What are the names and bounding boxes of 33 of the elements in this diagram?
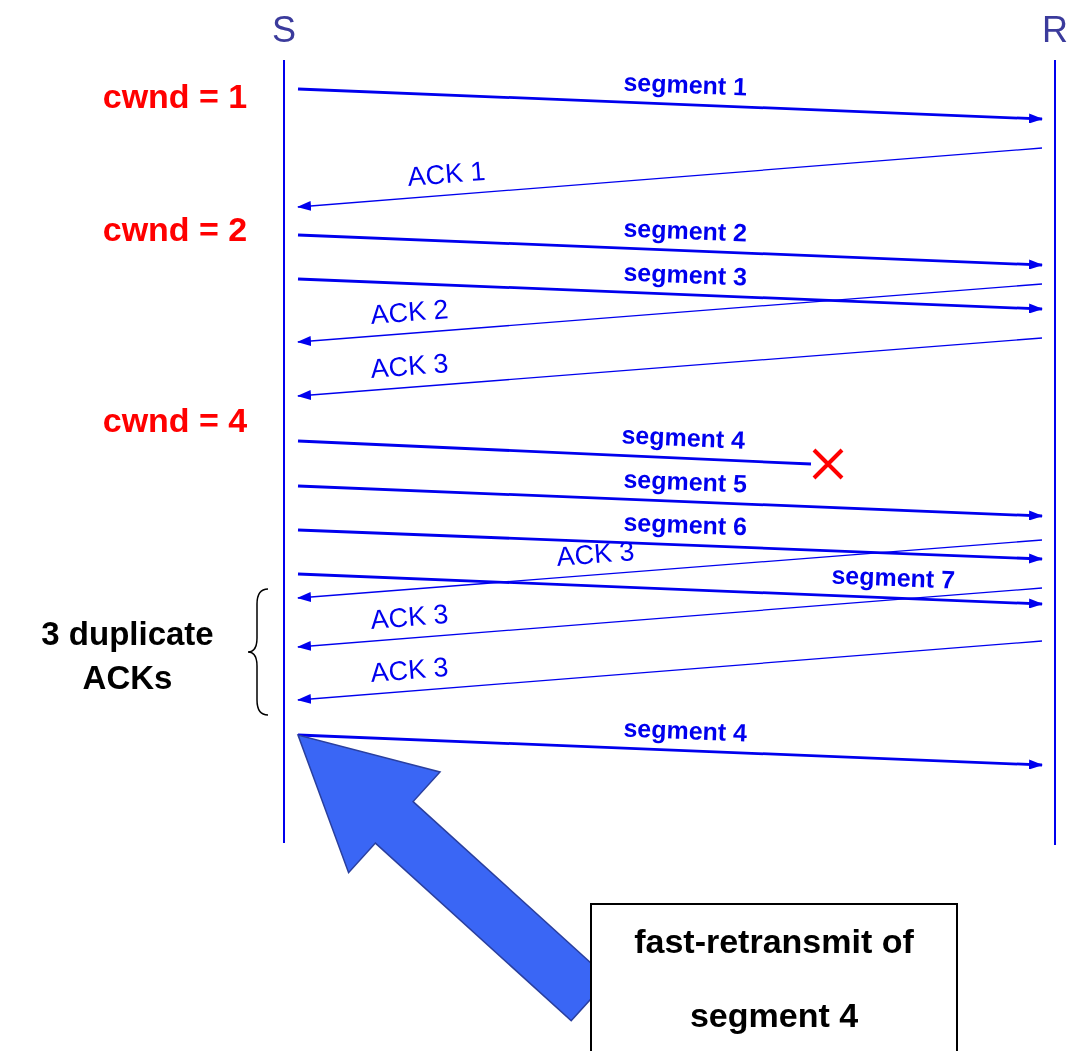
- edge-label: segment 2: [622, 213, 748, 247]
- edge-label: segment 6: [622, 507, 748, 541]
- message-arrow: [297, 233, 1043, 270]
- edge-label: ACK 3: [369, 653, 450, 688]
- edge-label: segment 5: [622, 464, 748, 498]
- participant-label: S: [271, 8, 297, 52]
- edge-label: segment 4: [622, 713, 748, 747]
- message-arrow: [297, 733, 1043, 770]
- message-arrow: [297, 587, 1043, 651]
- participant-label: R: [1042, 8, 1068, 52]
- edge-label: segment 3: [622, 257, 748, 291]
- edge-label: ACK 3: [369, 600, 450, 635]
- edge-label: ACK 1: [406, 157, 487, 192]
- callout-text: fast-retransmit of segment 4: [633, 921, 915, 1036]
- note-text: 3 duplicate ACKs: [40, 614, 215, 698]
- message-arrow: [297, 147, 1043, 211]
- message-arrow: [297, 539, 1043, 602]
- edge-label: ACK 3: [369, 349, 450, 384]
- window-size-label: cwnd = 4: [101, 400, 249, 441]
- message-arrow: [297, 87, 1043, 124]
- edge-label: ACK 2: [369, 295, 450, 330]
- message-arrow: [297, 528, 1043, 564]
- message-arrow: [297, 283, 1043, 346]
- message-arrow: [297, 484, 1043, 521]
- message-arrow: [297, 277, 1043, 314]
- window-size-label: cwnd = 2: [101, 209, 249, 250]
- message-arrow: [297, 572, 1043, 609]
- edge-label: segment 1: [622, 67, 748, 101]
- message-arrow: [297, 640, 1043, 704]
- edge-label: segment 7: [831, 560, 956, 594]
- message-arrow: [297, 337, 1043, 400]
- window-size-label: cwnd = 1: [101, 76, 249, 117]
- edge-label: segment 4: [620, 420, 746, 454]
